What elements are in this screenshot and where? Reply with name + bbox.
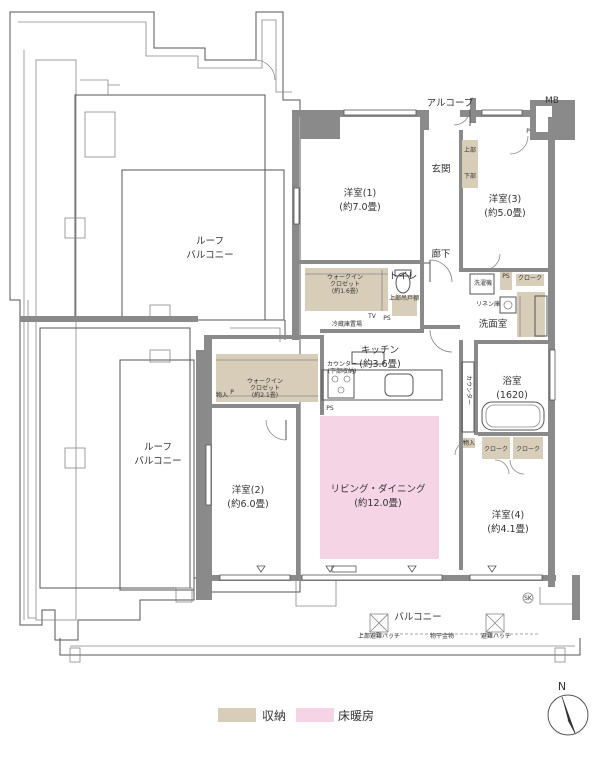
- storage-shelf-lines: [216, 270, 521, 397]
- closet-w3: [516, 274, 544, 286]
- wic2-area: [216, 354, 318, 402]
- shoe-upper-label: 上部: [464, 146, 476, 154]
- dryer-label: 物干金物: [430, 632, 454, 640]
- kitchen-size: (約3.6畳): [359, 358, 401, 370]
- window-markers: [256, 565, 497, 573]
- western1-size: (約7.0畳): [339, 201, 381, 213]
- western3-size: (約5.0畳): [484, 207, 526, 219]
- p-label-1: P: [230, 389, 234, 396]
- shoe-storage: [462, 140, 478, 188]
- wic1-label-2: クロゼット: [330, 280, 360, 288]
- storage-in-label-1: 物入: [216, 391, 228, 399]
- legend: 収納 床暖房: [218, 708, 374, 723]
- floor-heating-area: [320, 416, 439, 559]
- bath-size: (1620): [496, 390, 528, 401]
- small-labels: MB ウォークイン クロゼット (約1.6畳) ウォークイン クロゼット (約2…: [216, 96, 559, 640]
- tv-label: TV: [367, 313, 377, 320]
- room-labels: 洋室(1) (約7.0畳) 洋室(3) (約5.0畳) 洋室(2) (約6.0畳…: [134, 97, 528, 623]
- living-size: (約12.0畳): [354, 497, 402, 509]
- bath-name: 浴室: [502, 375, 521, 387]
- linen-storage: [517, 292, 545, 337]
- wic2-label-1: ウォークイン: [247, 377, 283, 385]
- wic1-area: [305, 268, 388, 311]
- washer-label: 洗濯機: [474, 279, 492, 287]
- fixtures: [321, 269, 548, 433]
- wic1-label-1: ウォークイン: [327, 273, 363, 281]
- western4-name: 洋室(4): [492, 509, 524, 521]
- storage-areas: [216, 140, 545, 459]
- roof-balcony-top-line1: ルーフ: [196, 236, 224, 247]
- roof-balcony-bottom-line1: ルーフ: [144, 442, 172, 453]
- legend-heating-swatch: [296, 708, 334, 722]
- ps-label-1: PS: [326, 405, 334, 412]
- mb-label: MB: [545, 96, 559, 106]
- western4-size: (約4.1畳): [487, 523, 529, 535]
- wic2-label-3: (約2.1畳): [252, 391, 278, 399]
- compass: N: [547, 680, 589, 736]
- p-label-2: P: [526, 128, 530, 135]
- closet-w4-a: [482, 437, 510, 459]
- windows: [205, 109, 556, 581]
- roof-balcony-top-line2: バルコニー: [186, 250, 233, 261]
- legend-heating-label: 床暖房: [338, 708, 374, 723]
- hatch2-label: 避難ハッチ: [481, 632, 511, 640]
- legend-storage-label: 収納: [262, 709, 286, 723]
- compass-circle: [547, 694, 589, 736]
- interior-walls: [212, 117, 550, 575]
- linen-label: リネン庫: [476, 300, 500, 308]
- balcony-structure: [59, 575, 581, 663]
- legend-storage-swatch: [218, 708, 256, 722]
- counter-left-1: カウンター: [327, 360, 357, 368]
- closet-label-3: クローク: [518, 275, 542, 282]
- storage-closet-right: [500, 272, 512, 290]
- closet-label-2: クローク: [516, 446, 540, 453]
- storage-in-w4: [463, 438, 475, 448]
- western2-size: (約6.0畳): [227, 498, 269, 510]
- roof-balcony-bottom-line2: バルコニー: [134, 456, 181, 467]
- shelf-label: 上部吊戸棚: [389, 294, 419, 302]
- toilet-name: トイレ: [389, 271, 418, 282]
- ps-label-2: PS: [383, 315, 391, 322]
- wic2-label-2: クロゼット: [250, 384, 280, 392]
- toilet-shelf: [392, 296, 417, 316]
- fridge-label: 冷蔵庫置場: [332, 320, 362, 328]
- roof-balcony-outline: [9, 11, 301, 641]
- hallway-name: 廊下: [431, 248, 450, 260]
- western1-name: 洋室(1): [344, 187, 376, 199]
- closet-label-1: クローク: [484, 446, 508, 453]
- alcove-name: アルコーブ: [427, 97, 474, 109]
- sk-label: SK: [524, 595, 533, 602]
- entrance-name: 玄関: [431, 163, 450, 175]
- wic1-label-3: (約1.6畳): [332, 287, 358, 295]
- western2-name: 洋室(2): [232, 484, 264, 496]
- hatch1-label: 上部避難ハッチ: [358, 632, 400, 640]
- storage-in-label-2: 物入: [463, 439, 475, 447]
- washroom-name: 洗面室: [479, 318, 508, 330]
- living-name: リビング・ダイニング: [330, 483, 426, 495]
- counter-right: カウンター: [465, 375, 473, 405]
- compass-north-label: N: [558, 680, 566, 693]
- shoe-lower-label: 下部: [464, 172, 476, 180]
- counter-left-2: (下部収納): [328, 367, 357, 375]
- kitchen-name: キッチン: [361, 345, 399, 356]
- balcony-name: バルコニー: [394, 612, 441, 623]
- closet-w4-b: [513, 437, 543, 459]
- door-leaves: [285, 110, 471, 440]
- ps-label-3: PS: [502, 273, 510, 280]
- western3-name: 洋室(3): [489, 193, 521, 205]
